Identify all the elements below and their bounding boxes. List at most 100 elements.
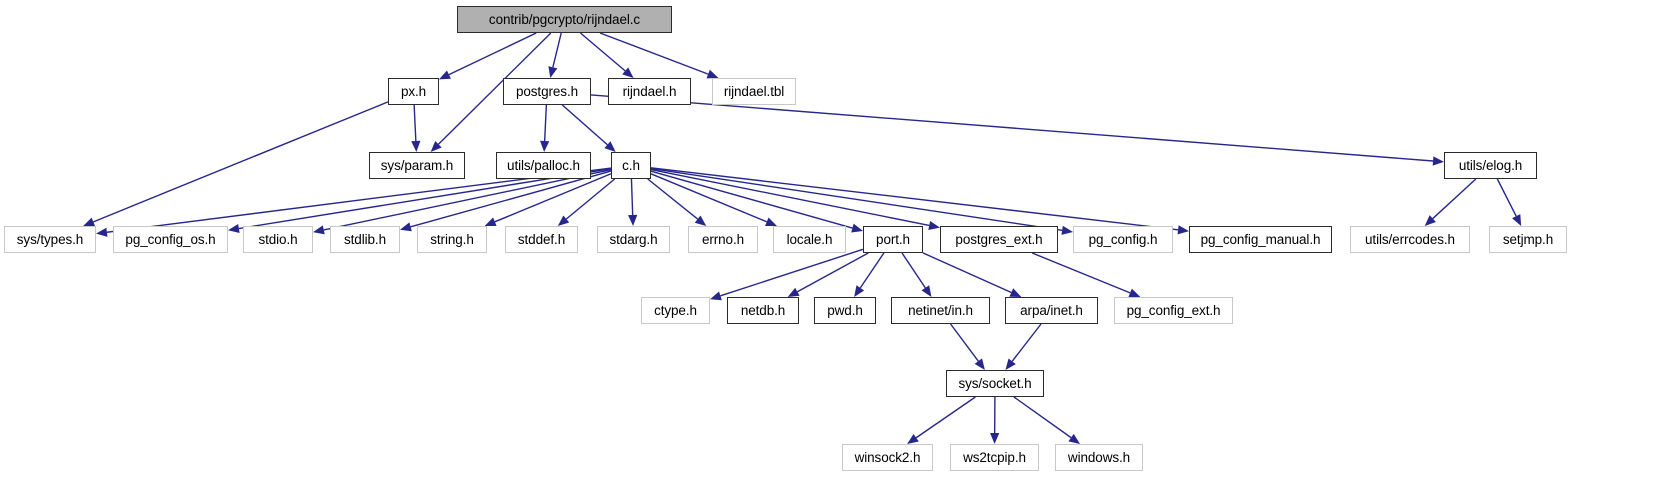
graph-node-label: sys/types.h	[16, 231, 84, 247]
graph-node-pg-config-os-h[interactable]: pg_config_os.h	[113, 226, 228, 253]
graph-edge-arrowhead	[628, 214, 638, 226]
graph-node-sys-types-h[interactable]: sys/types.h	[4, 226, 96, 253]
graph-node-utils-errcodes-h[interactable]: utils/errcodes.h	[1350, 226, 1470, 253]
graph-edge-arrowhead	[604, 141, 616, 152]
graph-node-string-h[interactable]: string.h	[417, 226, 487, 253]
graph-node-windows-h[interactable]: windows.h	[1055, 444, 1143, 471]
graph-edge-arrowhead	[96, 227, 108, 237]
graph-node-ctype-h[interactable]: ctype.h	[641, 297, 710, 324]
graph-node-label: string.h	[430, 231, 474, 247]
graph-edge	[650, 167, 1179, 231]
graph-node-label: c.h	[622, 157, 640, 173]
graph-edge-arrowhead	[83, 217, 96, 227]
graph-node-port-h[interactable]: port.h	[863, 226, 923, 253]
graph-edge-arrowhead	[765, 217, 777, 227]
graph-edge	[797, 252, 869, 293]
graph-edge-arrowhead	[1005, 358, 1016, 370]
graph-edge	[93, 101, 389, 223]
graph-node-label: stdlib.h	[344, 231, 386, 247]
graph-edge-arrowhead	[1177, 225, 1189, 235]
graph-edge	[647, 178, 699, 220]
graph-edge-arrowhead	[1512, 214, 1522, 226]
graph-edge	[1432, 178, 1477, 220]
graph-node-label: pg_config.h	[1088, 231, 1158, 247]
graph-node-rijndael-tbl[interactable]: rijndael.tbl	[712, 78, 796, 105]
graph-node-label: errno.h	[701, 231, 745, 247]
graph-edge	[579, 32, 626, 72]
graph-edge	[599, 32, 709, 75]
graph-edge	[413, 104, 417, 142]
graph-edge	[1496, 178, 1517, 217]
graph-node-c-h[interactable]: c.h	[611, 152, 651, 179]
graph-edge-arrowhead	[400, 222, 412, 232]
graph-edge-arrowhead	[1432, 156, 1444, 166]
graph-node-label: stdarg.h	[609, 231, 658, 247]
graph-edge	[720, 248, 864, 297]
graph-edge	[859, 252, 885, 289]
graph-node-label: locale.h	[786, 231, 833, 247]
graph-edge-arrowhead	[1009, 288, 1022, 297]
graph-node-sys-socket-h[interactable]: sys/socket.h	[946, 370, 1044, 397]
graph-edge-arrowhead	[1061, 225, 1073, 235]
graph-node-label: netdb.h	[740, 302, 786, 318]
graph-node-setjmp-h[interactable]: setjmp.h	[1489, 226, 1567, 253]
graph-node-label: pwd.h	[827, 302, 863, 318]
graph-node-label: stddef.h	[517, 231, 566, 247]
graph-edge-arrowhead	[622, 67, 634, 78]
graph-edge-arrowhead	[990, 432, 1000, 444]
graph-node-pwd-h[interactable]: pwd.h	[814, 297, 876, 324]
graph-node-label: postgres_ext.h	[955, 231, 1043, 247]
graph-node-stdarg-h[interactable]: stdarg.h	[597, 226, 670, 253]
graph-node-label: utils/errcodes.h	[1365, 231, 1455, 247]
graph-node-pg-config-h[interactable]: pg_config.h	[1073, 226, 1173, 253]
graph-node-label: ctype.h	[654, 302, 697, 318]
graph-edge	[630, 178, 634, 216]
graph-node-winsock2-h[interactable]: winsock2.h	[842, 444, 933, 471]
graph-node-postgres-ext-h[interactable]: postgres_ext.h	[940, 226, 1058, 253]
graph-edge	[901, 252, 926, 289]
graph-node-label: setjmp.h	[1502, 231, 1554, 247]
graph-node-errno-h[interactable]: errno.h	[688, 226, 758, 253]
graph-edge	[950, 323, 979, 362]
graph-edge	[1031, 252, 1131, 294]
graph-edge-arrowhead	[484, 217, 497, 227]
graph-node-label: rijndael.h	[622, 83, 677, 99]
graph-node-label: pg_config_manual.h	[1200, 231, 1321, 247]
graph-node-label: sys/socket.h	[958, 375, 1032, 391]
graph-edge	[650, 173, 768, 223]
graph-node-sys-param-h[interactable]: sys/param.h	[369, 152, 465, 179]
graph-edge-arrowhead	[228, 223, 240, 234]
graph-edge-arrowhead	[787, 287, 800, 297]
graph-node-label: windows.h	[1067, 449, 1131, 465]
graph-edge-arrowhead	[928, 220, 940, 230]
graph-node-netdb-h[interactable]: netdb.h	[727, 297, 799, 324]
graph-node-pg-config-manual-h[interactable]: pg_config_manual.h	[1189, 226, 1332, 253]
graph-node-pg-config-ext-h[interactable]: pg_config_ext.h	[1114, 297, 1233, 324]
graph-edge	[650, 167, 1063, 232]
graph-node-label: ws2tcpip.h	[963, 449, 1026, 465]
graph-edge	[448, 32, 537, 76]
graph-node-stdio-h[interactable]: stdio.h	[243, 226, 313, 253]
graph-edge	[552, 32, 562, 68]
graph-node-arpa-inet-h[interactable]: arpa/inet.h	[1005, 297, 1098, 324]
graph-edge	[650, 170, 853, 229]
graph-node-px-h[interactable]: px.h	[388, 78, 439, 105]
graph-node-label: pg_config_os.h	[125, 231, 216, 247]
graph-node-utils-elog-h[interactable]: utils/elog.h	[1444, 152, 1537, 179]
graph-node-label: contrib/pgcrypto/rijndael.c	[488, 11, 641, 27]
graph-node-label: px.h	[400, 83, 427, 99]
graph-node-locale-h[interactable]: locale.h	[773, 226, 846, 253]
graph-node-utils-palloc-h[interactable]: utils/palloc.h	[496, 152, 591, 179]
graph-node-postgres-h[interactable]: postgres.h	[503, 78, 591, 105]
graph-node-netinet-in-h[interactable]: netinet/in.h	[891, 297, 990, 324]
graph-edge-arrowhead	[548, 66, 558, 78]
graph-edge	[1013, 396, 1072, 439]
graph-node-rijndael-h[interactable]: rijndael.h	[608, 78, 691, 105]
graph-node-stdlib-h[interactable]: stdlib.h	[330, 226, 400, 253]
graph-node-stddef-h[interactable]: stddef.h	[505, 226, 578, 253]
graph-edge-arrowhead	[907, 433, 919, 444]
graph-node-rijndael-c[interactable]: contrib/pgcrypto/rijndael.c	[457, 6, 672, 33]
graph-node-ws2tcpip-h[interactable]: ws2tcpip.h	[950, 444, 1039, 471]
graph-edge-arrowhead	[1424, 215, 1436, 226]
